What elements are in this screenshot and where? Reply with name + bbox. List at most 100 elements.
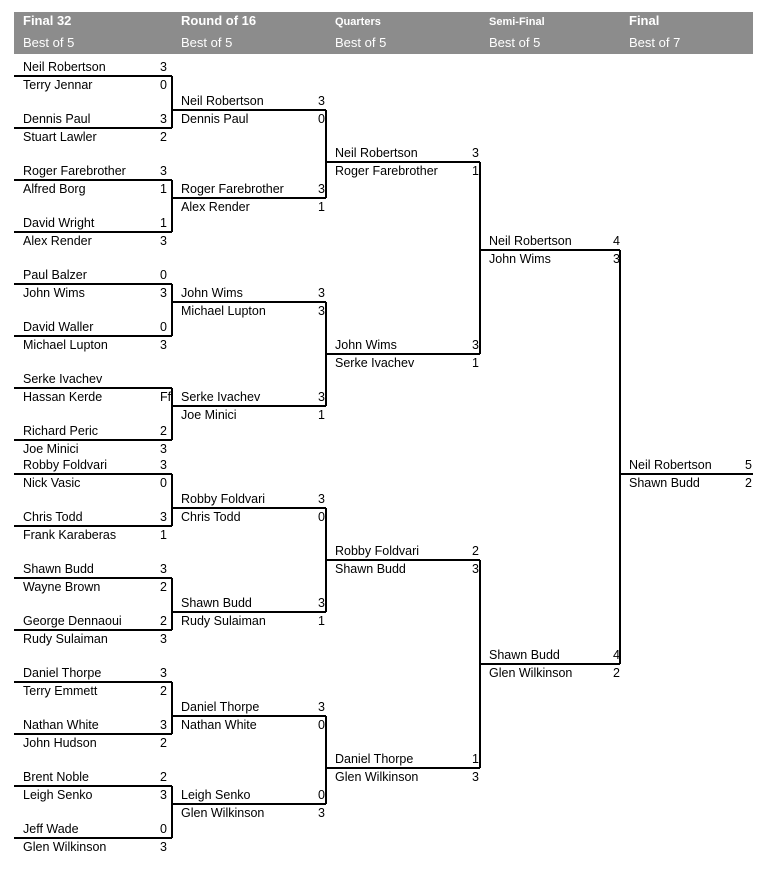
r1-m5-player2-name: John Wims	[23, 286, 85, 300]
r3-m1-player1-score: 3	[472, 146, 479, 160]
r2-m8-player2-score: 3	[318, 806, 325, 820]
r3-m2-player1-score: 3	[472, 338, 479, 352]
r2-m4-player1-score: 3	[318, 390, 325, 404]
r1-m13-player2-score: 2	[160, 684, 167, 698]
r1-m11-player1-name: Shawn Budd	[23, 562, 94, 576]
r1-m8-player2-name: Joe Minici	[23, 442, 79, 456]
r1-m12-player1-score: 2	[160, 614, 167, 628]
r2-m2-player1-score: 3	[318, 182, 325, 196]
r4-m2-player2-score: 2	[613, 666, 620, 680]
r5-m1-player1-name: Neil Robertson	[629, 458, 712, 472]
r1-m14-player2-score: 2	[160, 736, 167, 750]
r2-m6-player2-score: 1	[318, 614, 325, 628]
r1-m11-player2-name: Wayne Brown	[23, 580, 100, 594]
r1-m6-player2-name: Michael Lupton	[23, 338, 108, 352]
r1-m16-player2-name: Glen Wilkinson	[23, 840, 106, 854]
r1-m10-player2-name: Frank Karaberas	[23, 528, 116, 542]
r1-m15-player1-name: Brent Noble	[23, 770, 89, 784]
r1-m13-player1-name: Daniel Thorpe	[23, 666, 101, 680]
r1-m1-player1-name: Neil Robertson	[23, 60, 106, 74]
r3-m4-player1-name: Daniel Thorpe	[335, 752, 413, 766]
r2-m6-player1-name: Shawn Budd	[181, 596, 252, 610]
r3-m3-player2-name: Shawn Budd	[335, 562, 406, 576]
r1-m10-player2-score: 1	[160, 528, 167, 542]
r1-m4-player1-score: 1	[160, 216, 167, 230]
r1-m11-player2-score: 2	[160, 580, 167, 594]
r4-m2-player1-score: 4	[613, 648, 620, 662]
r1-m14-player2-name: John Hudson	[23, 736, 97, 750]
r2-m2-player2-name: Alex Render	[181, 200, 250, 214]
r1-m8-player2-score: 3	[160, 442, 167, 456]
header-background	[14, 12, 753, 54]
r3-m2-player2-score: 1	[472, 356, 479, 370]
r1-m6-player1-name: David Waller	[23, 320, 93, 334]
r2-m8-player2-name: Glen Wilkinson	[181, 806, 264, 820]
r5-m1-player2-name: Shawn Budd	[629, 476, 700, 490]
r1-m5-player1-name: Paul Balzer	[23, 268, 87, 282]
round-title-2: Round of 16	[181, 13, 256, 28]
r1-m14-player1-score: 3	[160, 718, 167, 732]
r2-m3-player2-score: 3	[318, 304, 325, 318]
r1-m16-player1-name: Jeff Wade	[23, 822, 79, 836]
r1-m3-player2-name: Alfred Borg	[23, 182, 86, 196]
r2-m4-player1-name: Serke Ivachev	[181, 390, 261, 404]
r3-m4-player2-name: Glen Wilkinson	[335, 770, 418, 784]
r4-m1-player2-score: 3	[613, 252, 620, 266]
r1-m4-player1-name: David Wright	[23, 216, 95, 230]
r4-m2-player1-name: Shawn Budd	[489, 648, 560, 662]
r3-m3-player1-score: 2	[472, 544, 479, 558]
r1-m15-player2-name: Leigh Senko	[23, 788, 93, 802]
r1-m3-player1-score: 3	[160, 164, 167, 178]
r2-m7-player1-name: Daniel Thorpe	[181, 700, 259, 714]
r4-m1-player1-score: 4	[613, 234, 620, 248]
r3-m2-player2-name: Serke Ivachev	[335, 356, 415, 370]
r1-m12-player2-name: Rudy Sulaiman	[23, 632, 108, 646]
round-format-5: Best of 7	[629, 35, 680, 50]
r1-m15-player1-score: 2	[160, 770, 167, 784]
r2-m6-player2-name: Rudy Sulaiman	[181, 614, 266, 628]
round-header-bar: Final 32 Best of 5 Round of 16 Best of 5 Qua…	[14, 12, 753, 54]
r1-m2-player1-score: 3	[160, 112, 167, 126]
r1-m13-player1-score: 3	[160, 666, 167, 680]
r1-m7-player2-name: Hassan Kerde	[23, 390, 102, 404]
r1-m3-player2-score: 1	[160, 182, 167, 196]
r1-m1-player2-score: 0	[160, 78, 167, 92]
r4-m1-player2-name: John Wims	[489, 252, 551, 266]
r2-m6-player1-score: 3	[318, 596, 325, 610]
r1-m10-player1-name: Chris Todd	[23, 510, 83, 524]
round-format-3: Best of 5	[335, 35, 386, 50]
r2-m1-player2-score: 0	[318, 112, 325, 126]
r2-m8-player1-score: 0	[318, 788, 325, 802]
round-title-5: Final	[629, 13, 659, 28]
r2-m7-player2-name: Nathan White	[181, 718, 257, 732]
r1-m9-player1-name: Robby Foldvari	[23, 458, 107, 472]
r4-m2-player2-name: Glen Wilkinson	[489, 666, 572, 680]
r2-m3-player2-name: Michael Lupton	[181, 304, 266, 318]
bracket-lines	[14, 75, 753, 839]
r2-m8-player1-name: Leigh Senko	[181, 788, 251, 802]
r2-m2-player1-name: Roger Farebrother	[181, 182, 284, 196]
r1-m6-player2-score: 3	[160, 338, 167, 352]
r3-m1-player2-name: Roger Farebrother	[335, 164, 438, 178]
r1-m15-player2-score: 3	[160, 788, 167, 802]
r1-m11-player1-score: 3	[160, 562, 167, 576]
r3-m4-player2-score: 3	[472, 770, 479, 784]
r2-m1-player1-name: Neil Robertson	[181, 94, 264, 108]
r1-m16-player2-score: 3	[160, 840, 167, 854]
r3-m3-player1-name: Robby Foldvari	[335, 544, 419, 558]
r2-m3-player1-name: John Wims	[181, 286, 243, 300]
round-title-3: Quarters	[335, 16, 381, 28]
r2-m5-player2-score: 0	[318, 510, 325, 524]
r5-m1-player2-score: 2	[745, 476, 752, 490]
round-title-1: Final 32	[23, 13, 71, 28]
r2-m1-player1-score: 3	[318, 94, 325, 108]
r1-m9-player2-name: Nick Vasic	[23, 476, 80, 490]
r1-m13-player2-name: Terry Emmett	[23, 684, 98, 698]
r2-m1-player2-name: Dennis Paul	[181, 112, 248, 126]
r1-m3-player1-name: Roger Farebrother	[23, 164, 126, 178]
round-format-4: Best of 5	[489, 35, 540, 50]
r3-m3-player2-score: 3	[472, 562, 479, 576]
r1-m2-player2-name: Stuart Lawler	[23, 130, 97, 144]
r1-m12-player2-score: 3	[160, 632, 167, 646]
